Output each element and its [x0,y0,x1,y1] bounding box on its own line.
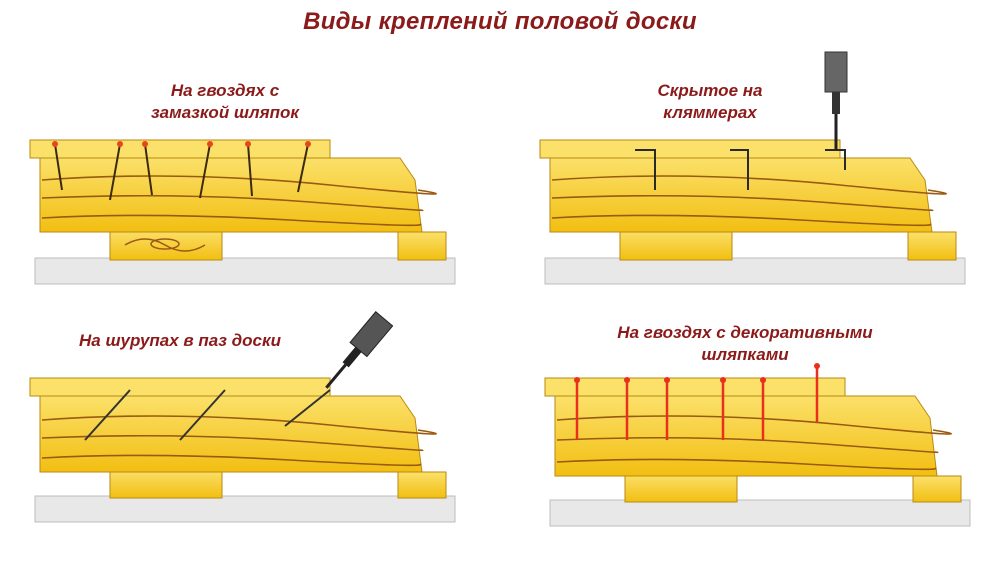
nail-head-putty [52,141,311,147]
caption-line: На шурупах в паз доски [78,331,282,350]
diagram-decor-nails [544,363,971,527]
diagram-hidden-clips [539,51,966,285]
side-joist [912,475,962,503]
decorative-nail-icon [575,366,819,440]
caption-nails-putty: На гвоздях с замазкой шляпок [80,80,370,124]
floorboard [29,377,331,397]
floorboard [29,139,331,159]
caption-line: шляпками [701,345,789,364]
side-joist [907,231,957,261]
base-slab [544,257,966,285]
caption-screws-groove: На шурупах в паз доски [30,330,330,352]
screw-icon [84,389,331,441]
caption-hidden-clips: Скрытое на кляммерах [580,80,840,124]
clip-icon [635,149,846,190]
joist [109,229,223,261]
joist [624,473,738,503]
wood-grain [556,415,952,471]
base-slab [34,495,456,523]
caption-line: Скрытое на [657,81,763,100]
caption-line: кляммерах [663,103,757,122]
decorative-nail-head [574,363,820,383]
screwdriver-icon [824,51,848,150]
base-slab [549,499,971,527]
nail-icon [54,143,309,201]
floorboard [539,139,841,159]
diagram-screws-groove [29,311,456,523]
wood-grain [41,415,437,467]
page-title: Виды креплений половой доски [303,8,697,35]
beam [549,157,933,233]
beam [39,157,423,233]
diagram-nails-putty [29,139,456,285]
base-slab [34,257,456,285]
caption-line: На гвоздях с декоративными [617,323,873,342]
caption-line: замазкой шляпок [150,103,300,122]
wood-grain [41,175,437,227]
joist [619,229,733,261]
beam [39,395,423,473]
caption-line: На гвоздях с [170,81,280,100]
wood-grain [551,175,947,227]
side-joist [397,471,447,499]
caption-decor-nails: На гвоздях с декоративными шляпками [560,322,930,366]
joist [109,469,223,499]
side-joist [397,231,447,261]
beam [554,395,938,477]
floorboard [544,377,846,397]
screwdriver-icon [325,311,394,389]
